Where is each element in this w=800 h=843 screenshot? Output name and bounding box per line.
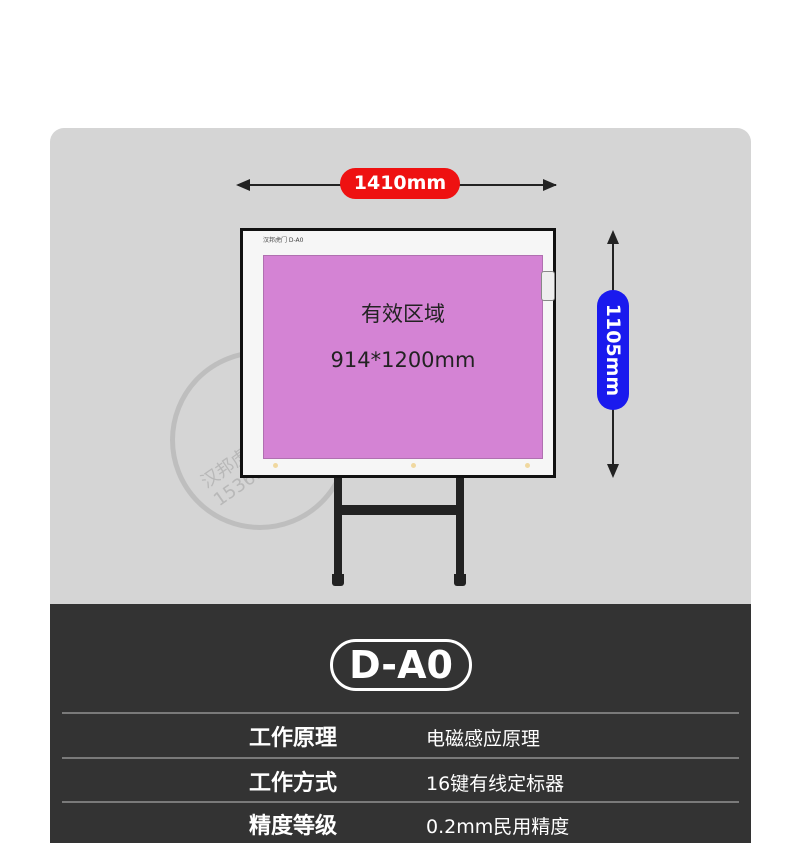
product-photo-area: 汉邦虎门海宝店 15369878499 1410mm 1105mm 汉邦虎门 D… [50, 128, 751, 604]
width-label: 1410mm [340, 168, 460, 199]
board-logo: 汉邦虎门 D-A0 [263, 237, 304, 244]
spec-row: 工作方式 16键有线定标器 [50, 764, 751, 804]
active-area-label: 有效区域 [361, 302, 445, 326]
spec-label: 精度等级 [249, 814, 338, 839]
height-label-pill: 1105mm [597, 290, 629, 410]
spec-row: 工作原理 电磁感应原理 [50, 719, 751, 759]
stand-foot-right [454, 574, 466, 586]
indicator-light [273, 463, 278, 468]
indicator-light [525, 463, 530, 468]
stand-leg-right [456, 478, 464, 582]
arrow-up-icon [607, 230, 619, 244]
arrow-right-icon [543, 179, 557, 191]
cable-connector [541, 271, 555, 301]
height-label: 1105mm [602, 303, 624, 397]
spec-value: 0.2mm民用精度 [426, 816, 570, 838]
indicator-light [411, 463, 416, 468]
active-area: 有效区域 914*1200mm [263, 255, 543, 459]
stand-crossbar [334, 505, 464, 515]
stand-leg-left [334, 478, 342, 582]
product-card: 汉邦虎门海宝店 15369878499 1410mm 1105mm 汉邦虎门 D… [50, 128, 751, 843]
active-area-size: 914*1200mm [330, 348, 476, 372]
spec-label: 工作原理 [249, 726, 338, 751]
spec-row: 精度等级 0.2mm民用精度 [50, 807, 751, 843]
arrow-left-icon [236, 179, 250, 191]
stand-foot-left [332, 574, 344, 586]
divider [62, 712, 739, 714]
model-badge: D-A0 [330, 639, 472, 691]
divider [62, 801, 739, 803]
digitizer-board: 汉邦虎门 D-A0 有效区域 914*1200mm [240, 228, 556, 478]
divider [62, 757, 739, 759]
spec-label: 工作方式 [249, 771, 338, 796]
spec-value: 电磁感应原理 [426, 728, 541, 750]
spec-panel: D-A0 工作原理 电磁感应原理 工作方式 16键有线定标器 精度等级 0.2m… [50, 604, 751, 843]
arrow-down-icon [607, 464, 619, 478]
spec-value: 16键有线定标器 [426, 773, 565, 795]
